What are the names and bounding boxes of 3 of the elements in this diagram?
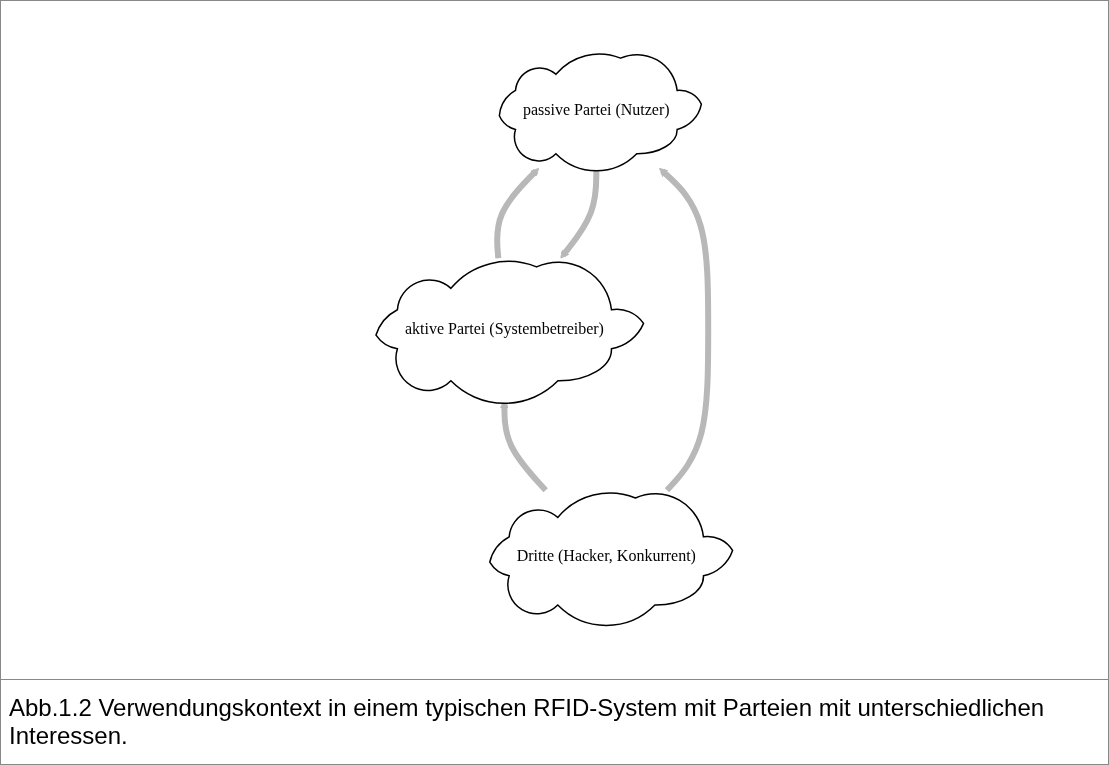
caption: Abb.1.2 Verwendungskontext in einem typischen RFID-System mit Parteien mit unterschiedlichen Interessen. bbox=[9, 694, 1045, 749]
arrow bbox=[494, 168, 540, 259]
arrow bbox=[659, 168, 712, 493]
